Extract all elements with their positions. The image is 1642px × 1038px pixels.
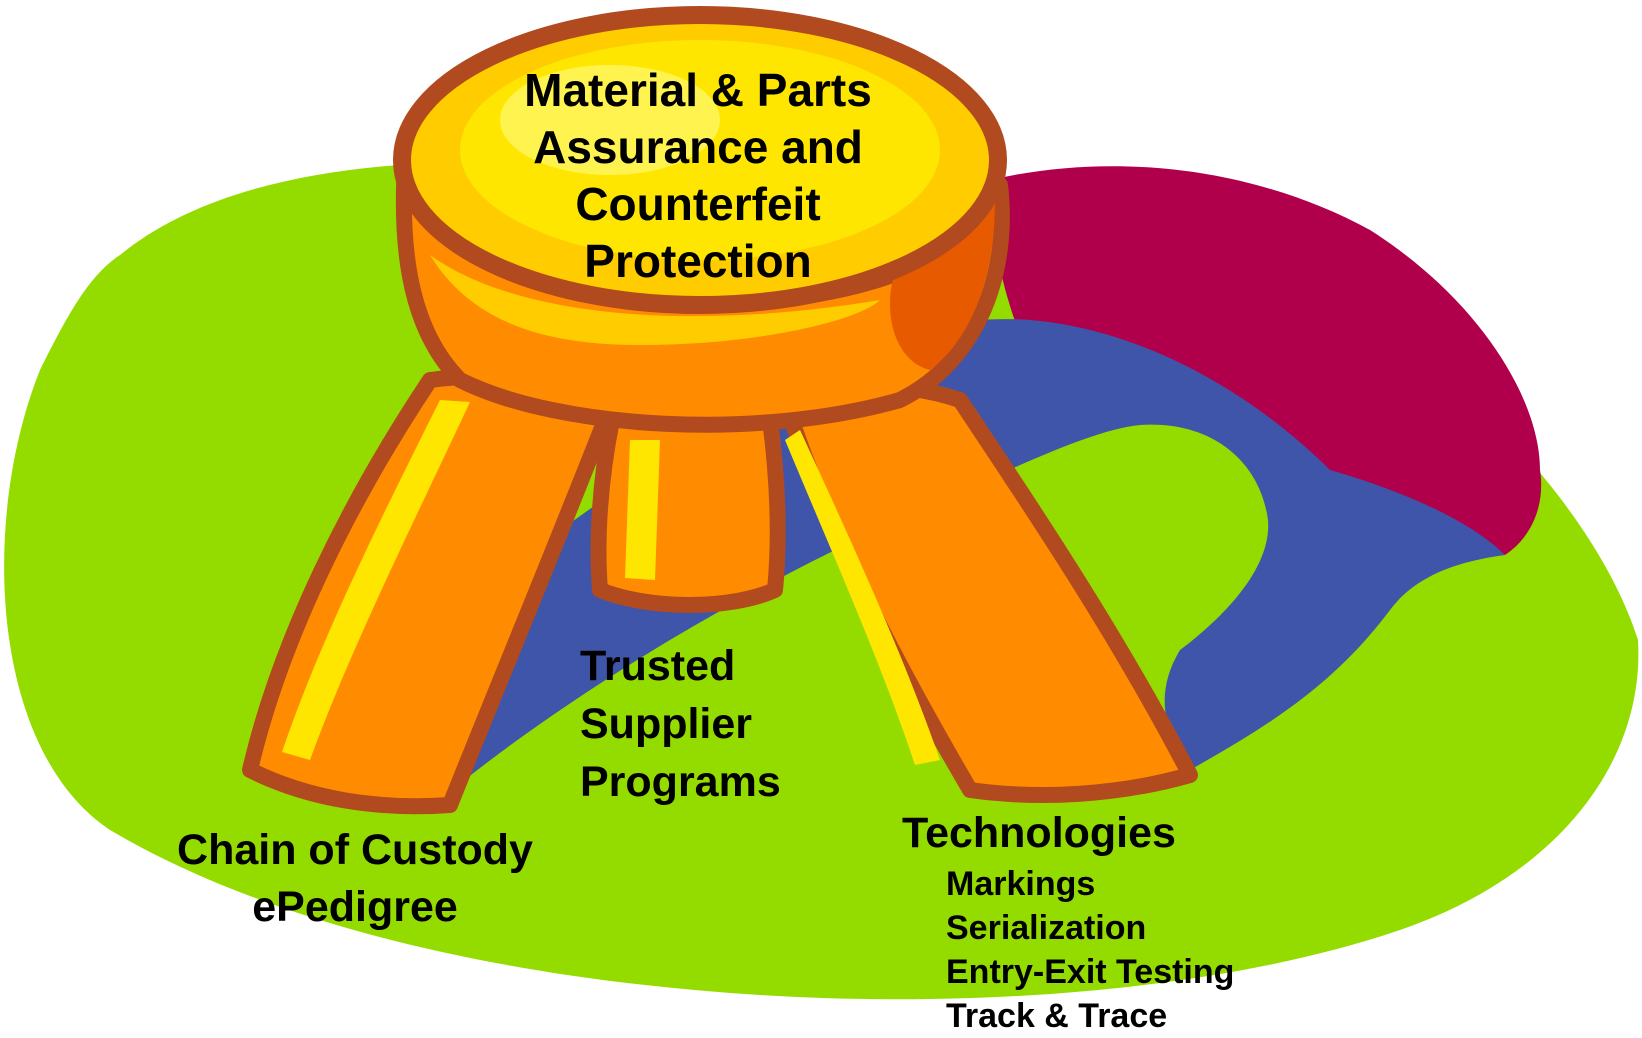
magenta-band — [990, 166, 1542, 555]
stool-leg-middle-highlight — [625, 440, 660, 580]
technologies-list-item: Markings — [946, 865, 1096, 903]
seat-label-line: Counterfeit — [575, 178, 821, 230]
stool-seat-top-glint — [500, 65, 720, 175]
technologies-list-item: Entry-Exit Testing — [946, 953, 1235, 991]
middle-leg-label: Trusted Supplier Programs — [580, 637, 781, 811]
stool-seat-side-shade — [890, 200, 995, 370]
stool-leg-right-highlight — [785, 430, 940, 765]
seat-label-line: Protection — [584, 235, 812, 287]
left-leg-label: Chain of Custody ePedigree — [150, 822, 560, 936]
right-leg-title: Technologies — [902, 809, 1176, 857]
left-leg-label-line: ePedigree — [252, 883, 458, 931]
stool-leg-left-highlight — [282, 400, 470, 760]
middle-leg-label-line: Supplier — [580, 700, 753, 748]
middle-leg-label-line: Trusted — [580, 642, 736, 690]
seat-label-line: Material & Parts — [524, 64, 872, 116]
left-leg-label-line: Chain of Custody — [177, 826, 533, 874]
stool-seat-side-band — [430, 255, 880, 345]
middle-leg-label-line: Programs — [580, 758, 781, 806]
seat-label: Material & Parts Assurance and Counterfe… — [478, 62, 918, 290]
technologies-list-item: Track & Trace — [946, 997, 1168, 1035]
technologies-list-item: Serialization — [946, 909, 1147, 947]
technologies-list: Markings Serialization Entry-Exit Testin… — [946, 862, 1234, 1038]
seat-label-line: Assurance and — [533, 121, 863, 173]
